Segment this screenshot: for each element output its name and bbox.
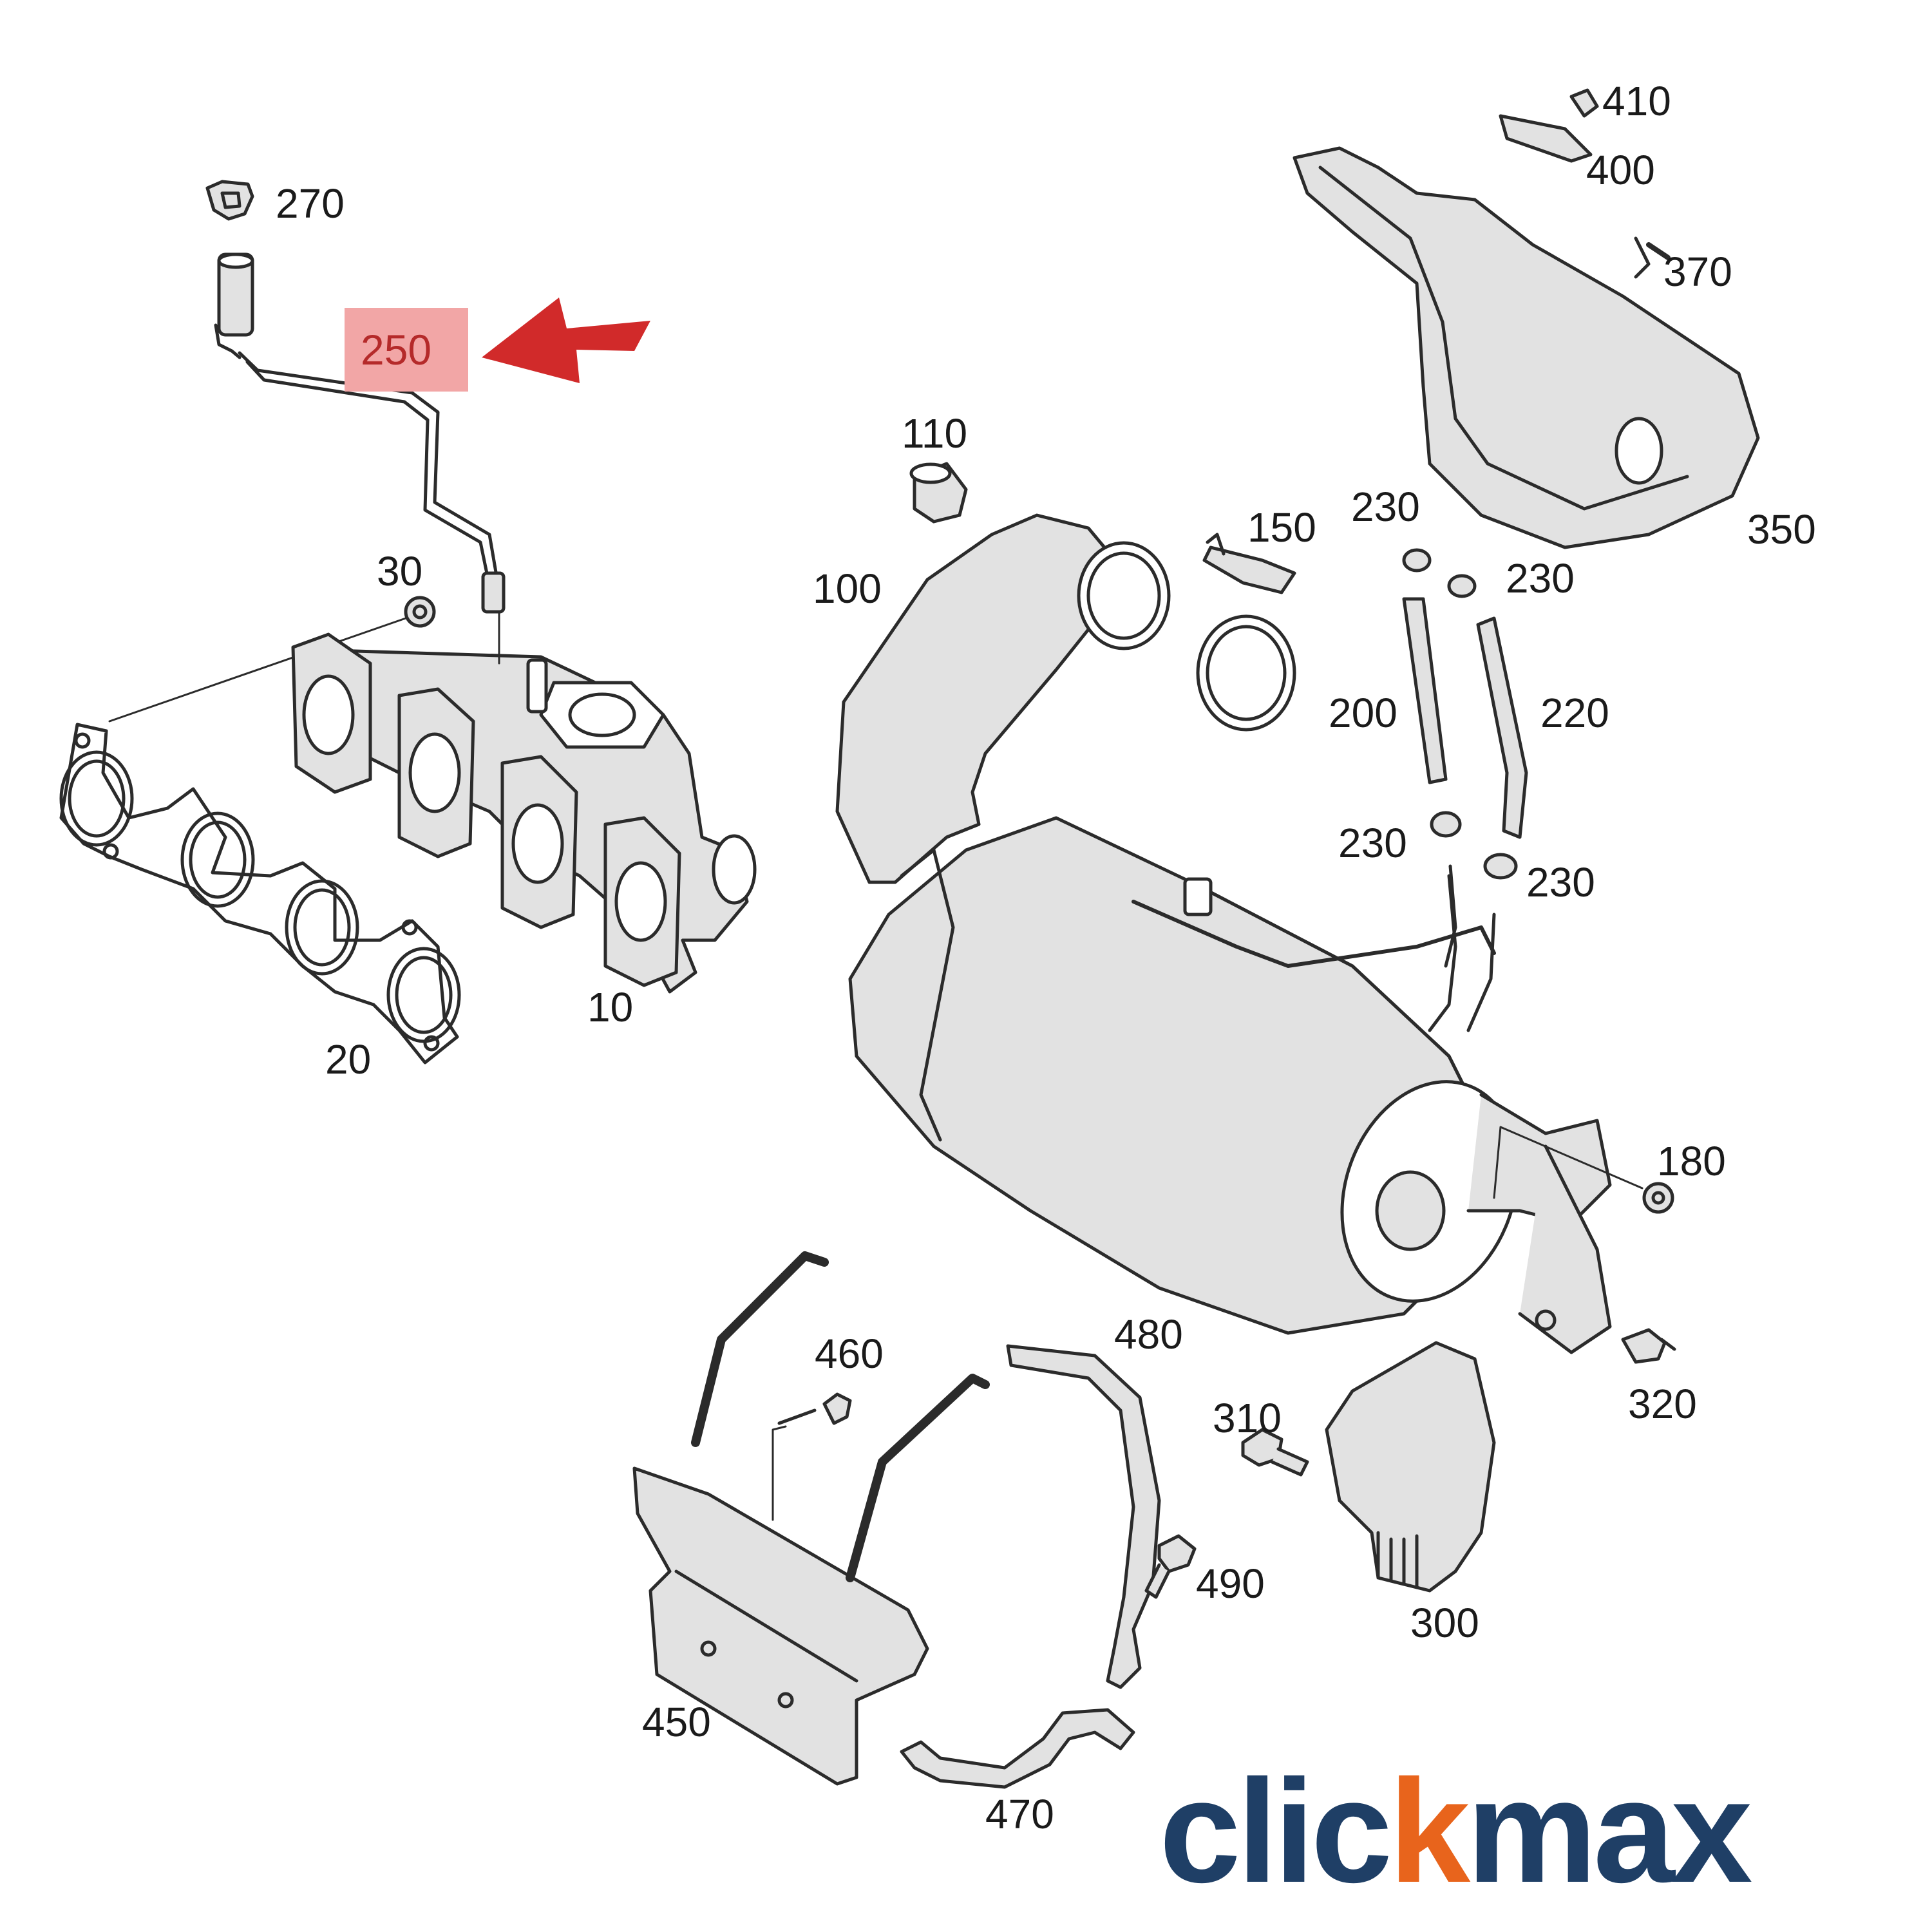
part-300-heat-shield xyxy=(1325,1341,1496,1593)
callout-300: 300 xyxy=(1410,1600,1479,1646)
callout-270: 270 xyxy=(276,180,345,227)
part-20-gasket xyxy=(59,723,461,1065)
logo-part-3: max xyxy=(1466,1750,1752,1913)
part-480-strap xyxy=(1006,1344,1161,1689)
logo-part-1: clic xyxy=(1159,1750,1392,1913)
callout-490: 490 xyxy=(1196,1560,1265,1607)
callout-370: 370 xyxy=(1663,249,1732,295)
part-250-highlight-label: 250 xyxy=(361,326,432,374)
callout-310: 310 xyxy=(1213,1395,1282,1441)
callout-230-top-right: 230 xyxy=(1506,555,1575,601)
part-200-220-hoses xyxy=(1402,548,1528,1032)
part-320-bolt xyxy=(1621,1328,1676,1364)
callout-10: 10 xyxy=(587,984,634,1030)
part-30-nut xyxy=(108,596,436,723)
callout-480: 480 xyxy=(1114,1311,1183,1358)
clickmax-logo: clickmax xyxy=(1159,1758,1752,1905)
callout-450: 450 xyxy=(642,1699,711,1745)
part-470-strap xyxy=(900,1708,1135,1789)
part-180-nut xyxy=(1493,1126,1674,1214)
callout-350: 350 xyxy=(1747,506,1816,553)
callout-150: 150 xyxy=(1247,504,1316,551)
callout-230-top-left: 230 xyxy=(1351,484,1420,530)
red-arrow-icon xyxy=(482,298,650,383)
callout-410: 410 xyxy=(1602,78,1671,124)
part-150-clamp xyxy=(1196,533,1296,732)
callout-110: 110 xyxy=(902,410,968,457)
callout-20: 20 xyxy=(325,1036,372,1083)
part-310-bolt xyxy=(1241,1428,1309,1477)
callout-400: 400 xyxy=(1586,147,1655,193)
callout-200: 200 xyxy=(1329,690,1397,736)
callout-320: 320 xyxy=(1628,1381,1697,1427)
callout-220: 220 xyxy=(1540,690,1609,736)
callout-30: 30 xyxy=(377,548,423,594)
part-250-highlight-box xyxy=(345,308,468,392)
callout-100: 100 xyxy=(813,565,882,612)
callout-460: 460 xyxy=(815,1331,884,1377)
logo-part-2: k xyxy=(1388,1750,1470,1913)
callout-230-bottom-left: 230 xyxy=(1338,820,1407,866)
part-350-heat-shield xyxy=(1293,88,1760,549)
callout-470: 470 xyxy=(985,1791,1054,1837)
part-110-plug xyxy=(909,462,968,524)
part-490-bolt xyxy=(1144,1534,1197,1599)
part-100-particulate-filter xyxy=(835,513,1612,1354)
callout-230-bottom-right: 230 xyxy=(1526,859,1595,905)
part-10-exhaust-manifold xyxy=(291,611,757,994)
callout-180: 180 xyxy=(1657,1138,1726,1184)
part-270-clip xyxy=(205,180,254,221)
part-250-sensor-line xyxy=(214,252,506,614)
part-450-bracket xyxy=(632,1251,990,1786)
